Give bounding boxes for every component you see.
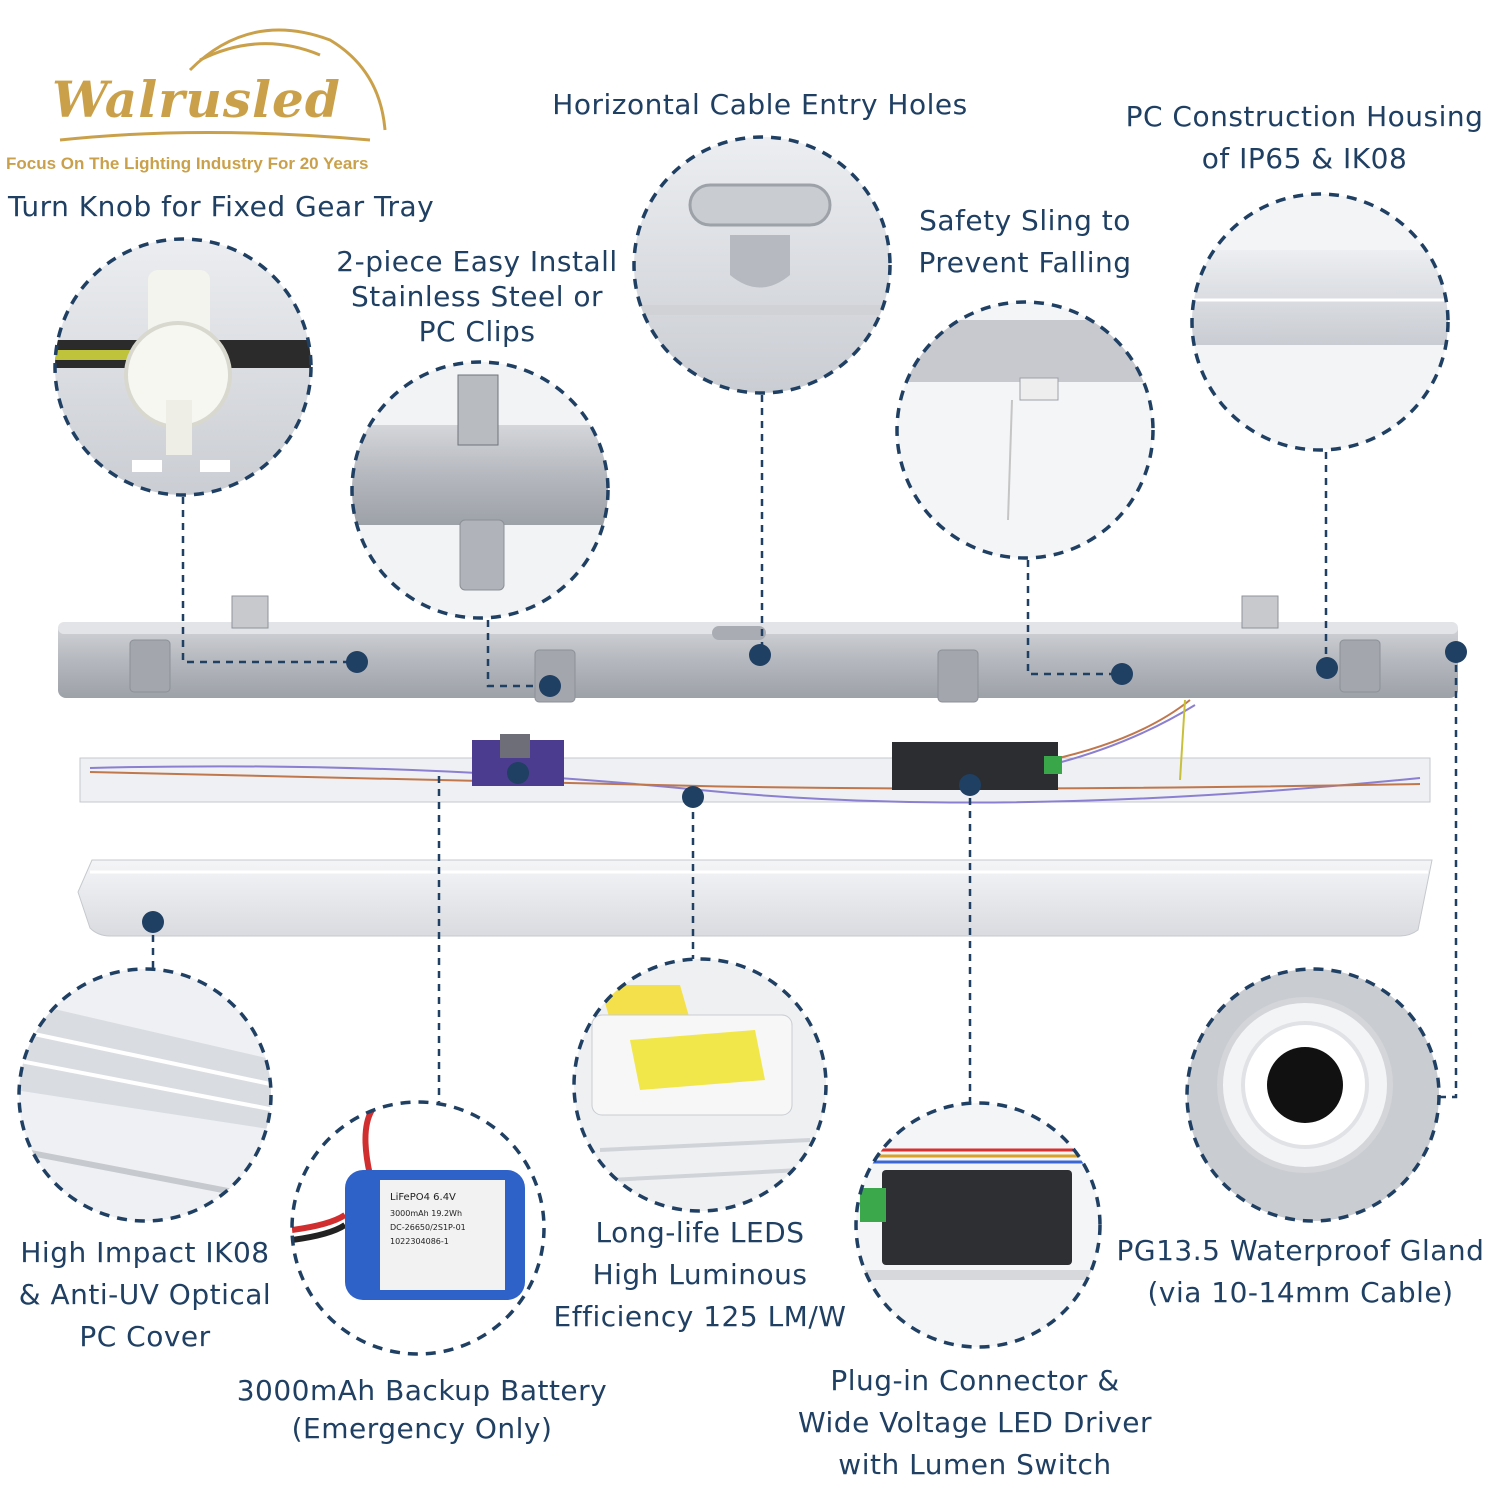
detail-cable-entry xyxy=(632,135,892,395)
detail-clips xyxy=(350,360,610,620)
label-driver: Plug-in Connector & Wide Voltage LED Dri… xyxy=(797,1364,1153,1481)
label-clips: 2-piece Easy Install Stainless Steel or … xyxy=(336,245,618,348)
detail-turn-knob xyxy=(53,237,313,497)
label-gland: PG13.5 Waterproof Gland (via 10-14mm Cab… xyxy=(1116,1234,1485,1309)
pc-cover xyxy=(77,859,1433,937)
label-housing: PC Construction Housing of IP65 & IK08 xyxy=(1125,100,1484,175)
leader-lines xyxy=(151,395,1458,1103)
label-cable-entry: Horizontal Cable Entry Holes xyxy=(552,88,968,121)
gear-tray xyxy=(79,699,1431,804)
detail-pc-cover xyxy=(17,967,273,1223)
label-leds: Long-life LEDS High Luminous Efficiency … xyxy=(553,1216,847,1333)
label-safety-sling: Safety Sling to Prevent Falling xyxy=(918,204,1132,279)
battery-label-line1: LiFePO4 6.4V xyxy=(390,1192,456,1203)
detail-housing xyxy=(1190,192,1450,452)
label-turn-knob: Turn Knob for Fixed Gear Tray xyxy=(8,190,435,223)
battery-label-line4: 1022304086-1 xyxy=(390,1237,449,1246)
detail-leds xyxy=(572,957,828,1213)
brand-tagline: Focus On The Lighting Industry For 20 Ye… xyxy=(6,154,369,173)
label-battery: 3000mAh Backup Battery (Emergency Only) xyxy=(236,1374,608,1445)
detail-battery: LiFePO4 6.4V 3000mAh 19.2Wh DC-26650/2S1… xyxy=(290,1100,546,1356)
label-pc-cover: High Impact IK08 & Anti-UV Optical PC Co… xyxy=(18,1236,272,1353)
detail-safety-sling xyxy=(895,300,1155,560)
detail-gland xyxy=(1185,967,1441,1223)
brand-logo: Walrusled xyxy=(52,70,341,129)
battery-label-line2: 3000mAh 19.2Wh xyxy=(390,1209,462,1218)
battery-label-line3: DC-26650/2S1P-01 xyxy=(390,1223,466,1232)
detail-driver xyxy=(854,1101,1102,1349)
logo-emblem xyxy=(59,28,387,142)
marker-dots xyxy=(142,641,1467,933)
